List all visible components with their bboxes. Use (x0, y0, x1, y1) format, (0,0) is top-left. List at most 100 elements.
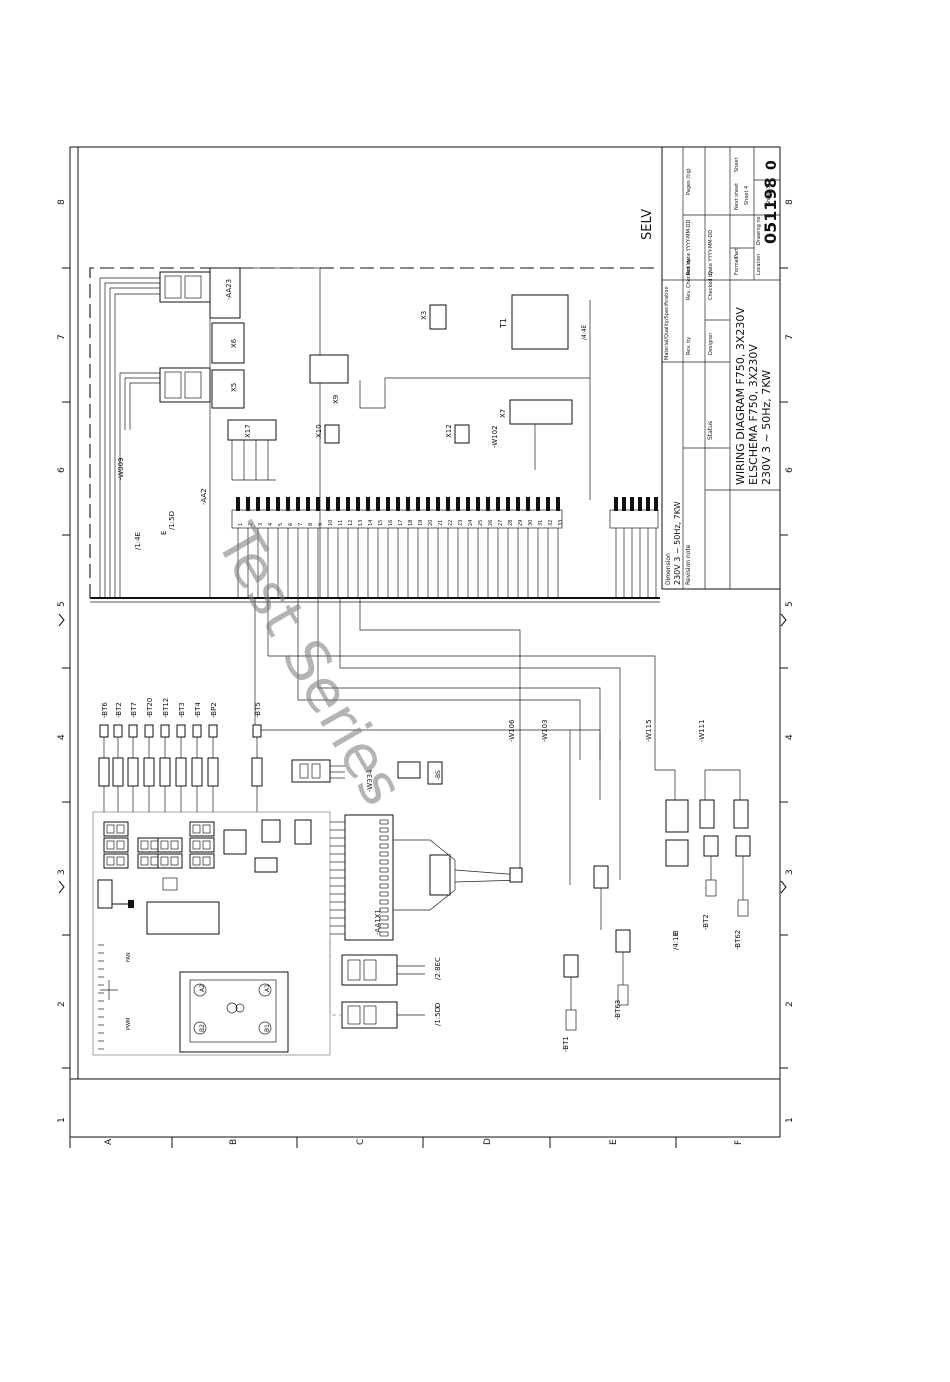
bt2-right-label: -BT2 (702, 914, 710, 930)
aa23-label: -AA23 (225, 279, 233, 300)
w103-label: -W103 (541, 719, 549, 742)
svg-text:28: 28 (508, 520, 514, 526)
svg-text:6: 6 (288, 523, 294, 526)
x7-label: X7 (499, 409, 507, 418)
title-block-field: Designer (708, 332, 714, 355)
probe-label: -BP2 (210, 702, 218, 718)
x6-label: X6 (230, 338, 238, 348)
x17-connector (227, 419, 277, 441)
x3-label: X3 (420, 311, 428, 320)
left-row-ticks (58, 267, 70, 1069)
title-block-field: Part (734, 248, 740, 258)
title-line-1: WIRING DIAGRAM F750, 3X230V (734, 307, 747, 485)
title-block-field: Location (756, 254, 762, 275)
svg-text:8: 8 (308, 523, 314, 526)
x12-label: X12 (445, 424, 453, 438)
svg-text:3: 3 (258, 523, 264, 526)
svg-text:12: 12 (348, 520, 354, 526)
code-c: C (434, 957, 442, 962)
svg-text:13: 13 (358, 520, 364, 526)
relay-b1: B1 (264, 1024, 271, 1032)
svg-text:5: 5 (278, 523, 284, 526)
w334-plug: -W334 -BS (291, 759, 443, 792)
svg-text:14: 14 (368, 520, 374, 526)
probe-label: -BT20 (146, 698, 154, 718)
probe-label: -BT6 (101, 702, 109, 718)
bt1-label: -BT1 (562, 1036, 570, 1052)
x3-connector (429, 304, 447, 330)
svg-text:7: 7 (298, 523, 304, 526)
svg-text:15: 15 (378, 520, 384, 526)
row-number-left: 5 (57, 601, 67, 607)
title-block-field: Material/Quality/Specification (664, 286, 670, 360)
column-letter: B (229, 1139, 239, 1145)
title-block-field: Sheet 4 (744, 186, 750, 205)
x5-label: X5 (230, 383, 238, 392)
fan-label: FAN (126, 952, 132, 962)
aa2-label: -AA2 (200, 488, 208, 505)
main-control-board: -AA23 X6 X5 X17 X9 X3 T1 X7 X12 X10 -AA2… (200, 267, 591, 599)
row-number-right: 5 (785, 601, 795, 607)
x10-label: X10 (315, 424, 323, 438)
sensor-probe-row: -BT6-BT2-BT7-BT20-BT12-BT3-BT4-BP2-BT5 (98, 698, 263, 812)
row-number-left: 6 (57, 467, 67, 473)
base-board-chip (146, 901, 220, 935)
x7-connector (509, 399, 573, 425)
bs-label: -BS (435, 770, 442, 780)
right-row-ticks (780, 267, 788, 1069)
bt62-label: -BT62 (734, 930, 742, 950)
row-number-right: 7 (785, 334, 795, 340)
pwm-label: PWM (126, 1018, 132, 1030)
w102-label: -W102 (491, 425, 499, 448)
x5-connector (211, 369, 245, 409)
probe-label: -BT4 (194, 702, 202, 718)
code-b: B (672, 930, 680, 935)
svg-text:17: 17 (398, 520, 404, 526)
probe-label: -BT3 (178, 702, 186, 718)
column-letter: F (734, 1140, 744, 1145)
row-number-left: 2 (57, 1001, 67, 1007)
x12-connector (454, 424, 470, 444)
dimension-value: 230V 3 ~ 50Hz, 7KW (673, 501, 682, 585)
row-number-left: 8 (57, 199, 67, 205)
svg-text:19: 19 (418, 520, 424, 526)
relay-block (179, 971, 289, 1053)
probe-label: -BT12 (162, 698, 170, 718)
w009-label: -W009 (117, 457, 125, 480)
row-number-right: 1 (785, 1117, 795, 1123)
svg-text:31: 31 (538, 520, 544, 526)
selv-boundary: SELV (89, 209, 660, 598)
w111-label: -W111 (698, 719, 706, 742)
row-number-right: 2 (785, 1001, 795, 1007)
w106-label: -W106 (508, 719, 516, 742)
svg-text:21: 21 (438, 520, 444, 526)
svg-text:2: 2 (248, 523, 254, 526)
column-letter: D (483, 1138, 493, 1145)
probe-label: -BT5 (254, 702, 262, 718)
title-line-2: ELSCHEMA F750, 3X230V (747, 344, 760, 485)
title-block-field: Date YYYY-MM-DD (708, 230, 714, 275)
w115-label: -W115 (645, 719, 653, 742)
column-letter: A (104, 1138, 114, 1145)
revision-note-label: Revision note (685, 544, 692, 585)
t1-label: T1 (499, 318, 508, 329)
svg-text:18: 18 (408, 520, 414, 526)
title-block-field: Drawing no (756, 216, 762, 245)
title-block: WIRING DIAGRAM F750, 3X230V ELSCHEMA F75… (661, 146, 781, 590)
w334-label: -W334 (366, 769, 374, 792)
dimension-label: Dimension (665, 553, 672, 585)
ref-150: /1:5D (168, 511, 176, 530)
x6-connector (211, 322, 245, 364)
row-number-left: 4 (57, 734, 67, 740)
relay-b2: B2 (199, 1024, 206, 1032)
column-letter: E (609, 1139, 619, 1145)
svg-text:22: 22 (448, 520, 454, 526)
title-line-3: 230V 3 ~ 50Hz, 7KW (760, 370, 773, 485)
revision-number: 0 (764, 160, 780, 170)
code-e: E (160, 531, 168, 535)
